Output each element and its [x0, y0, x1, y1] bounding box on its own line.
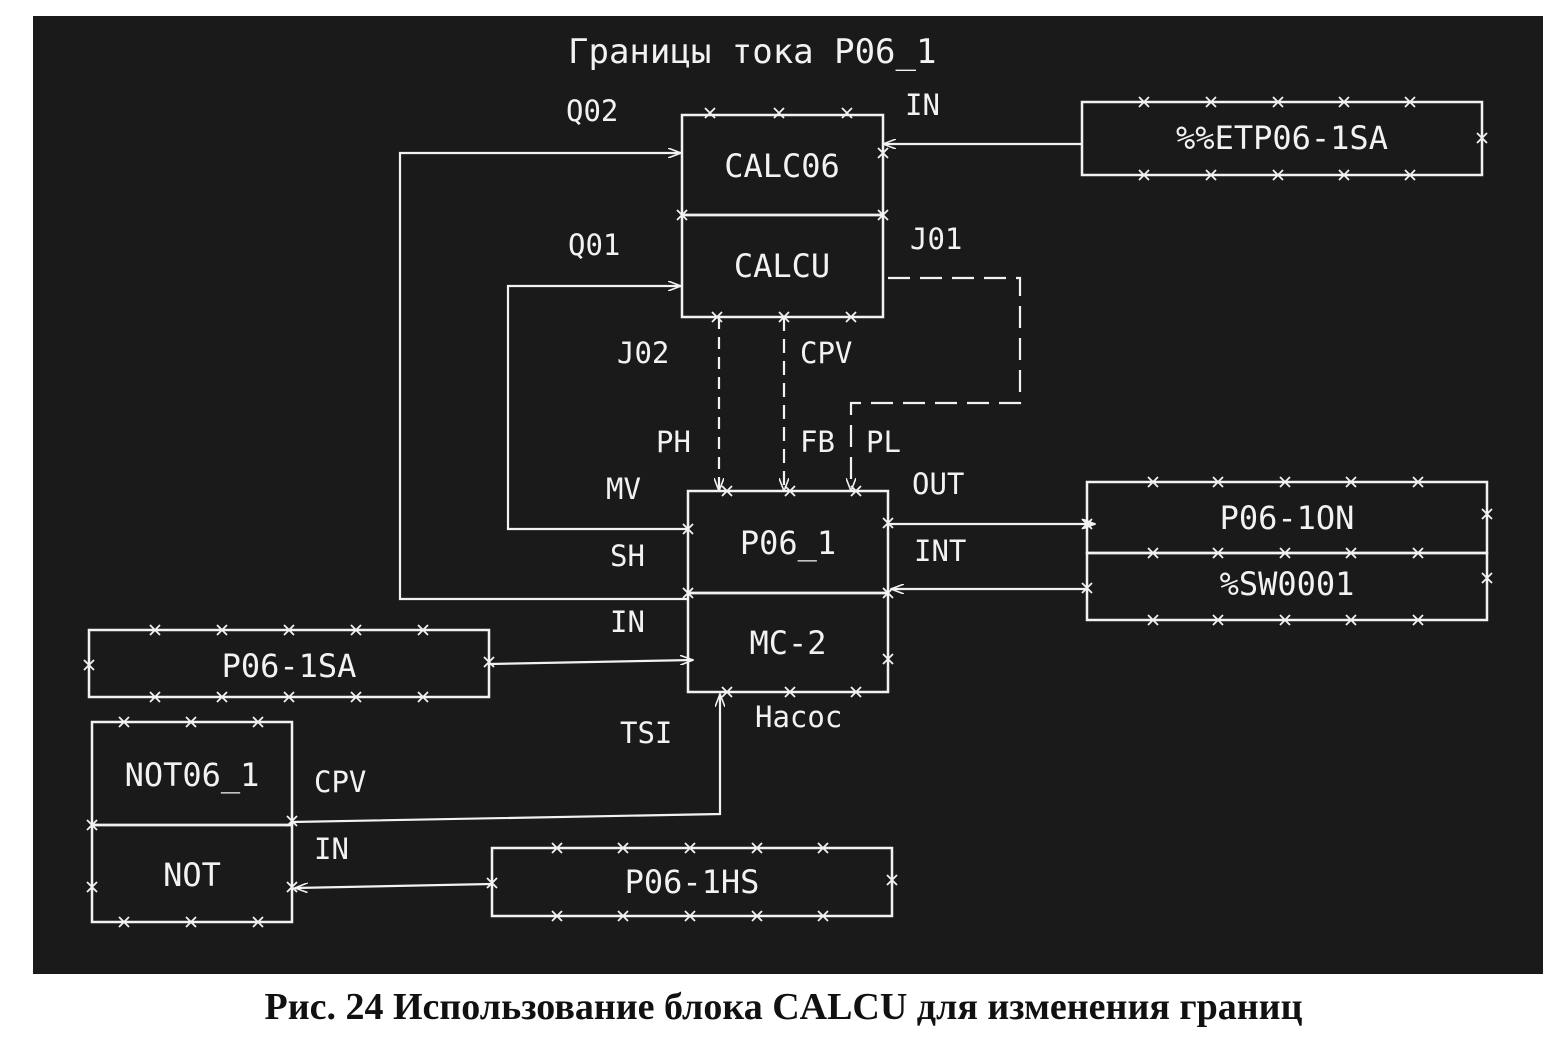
pin-q01-label: Q01	[568, 228, 620, 262]
pin-int-label: INT	[914, 534, 966, 568]
mc-2-block[interactable]	[686, 591, 890, 694]
pin-tsi-label: TSI	[620, 716, 672, 750]
figure-caption: Рис. 24 Использование блока CALCU для из…	[264, 986, 1303, 1028]
pin-j01-label: J01	[910, 222, 962, 256]
pin-nasos-label: Насос	[755, 700, 842, 734]
connector-p06-1sa-to-in	[489, 660, 693, 664]
sw0001-label: %SW0001	[1220, 565, 1355, 603]
diagram-title: Границы тока P06_1	[568, 32, 936, 72]
p06-1on-label: P06-1ON	[1220, 499, 1355, 537]
connector-cpv-to-tsi	[291, 694, 720, 824]
pin-ph-label: PH	[656, 425, 691, 459]
connector-p06-1hs-to-not	[295, 884, 492, 888]
pin-mv-label: MV	[606, 472, 641, 506]
not06-1-label: NOT06_1	[125, 756, 260, 794]
pin-in-mc2-label: IN	[610, 605, 645, 639]
pin-markers	[83, 96, 1493, 928]
calc06-label: CALC06	[724, 147, 840, 185]
function-block-diagram: Границы тока P06_1	[83, 32, 1493, 928]
connector-mv-to-q01	[506, 286, 688, 531]
connector-sh-to-q02	[398, 153, 688, 601]
pin-cpv-calcu-label: CPV	[800, 336, 852, 370]
sw0001-block[interactable]	[1085, 551, 1489, 622]
pin-q02-label: Q02	[566, 94, 618, 128]
pin-fb-label: FB	[800, 425, 835, 459]
mc-2-label: MC-2	[749, 624, 826, 662]
pin-pl-label: PL	[866, 425, 901, 459]
pin-sh-label: SH	[610, 539, 645, 573]
calcu-label: CALCU	[734, 247, 830, 285]
not-label: NOT	[163, 856, 221, 894]
p06-1hs-label: P06-1HS	[625, 863, 760, 901]
p06-1-label: P06_1	[740, 524, 836, 562]
calcu-block[interactable]	[680, 213, 885, 319]
pin-out-label: OUT	[912, 467, 964, 501]
pin-j02-label: J02	[617, 336, 669, 370]
p06-1sa-label: P06-1SA	[222, 647, 357, 685]
pin-cpv-not-label: CPV	[314, 765, 366, 799]
diagram-screen: Границы тока P06_1	[33, 16, 1543, 974]
connector-j01-to-pl	[851, 276, 1022, 491]
pin-in-calc06-label: IN	[905, 88, 940, 122]
pin-in-not-label: IN	[314, 832, 349, 866]
etp06-1sa-label: %%ETP06-1SA	[1176, 119, 1388, 157]
